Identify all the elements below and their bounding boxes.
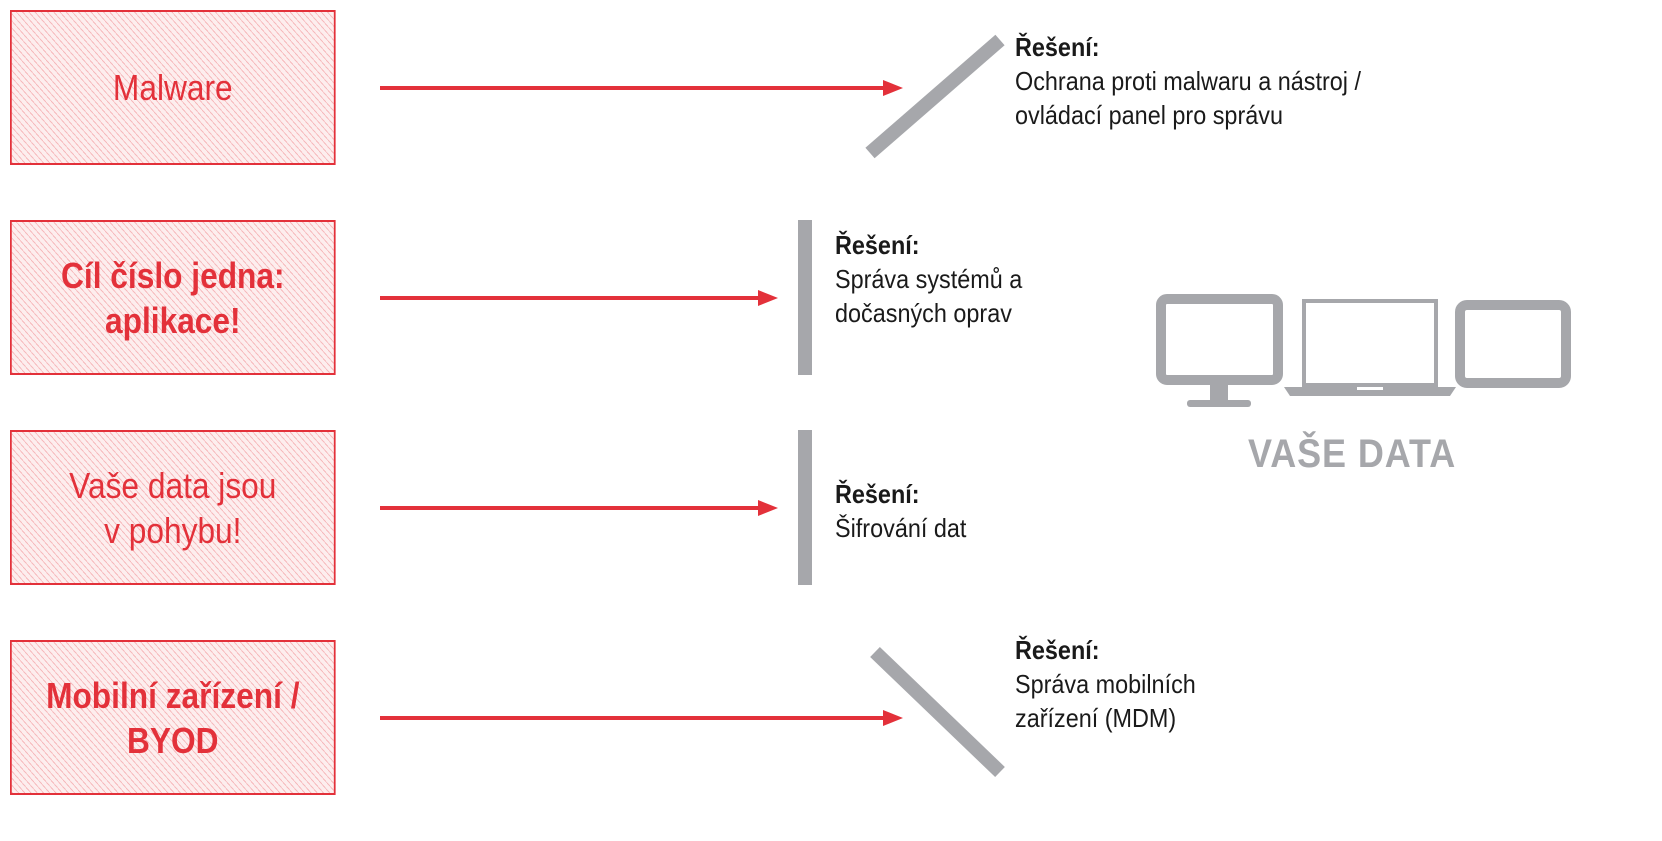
threat-label-line2: v pohybu! [104,509,242,551]
barrier-diagonal-mobile [870,646,1005,778]
threat-label-line1: Mobilní zařízení / [46,674,300,716]
threat-label-line1: Cíl číslo jedna: [61,254,285,296]
solution-heading: Řešení: [1015,32,1100,62]
desktop-icon [1156,294,1283,407]
threat-label-line1: Malware [112,67,233,108]
solution-text: Správa mobilních zařízení (MDM) [1015,669,1196,733]
arrow-malware [380,80,903,96]
solution-applications: Řešení: Správa systémů a dočasných oprav [835,228,1078,330]
arrowhead-icon [883,80,903,96]
solution-data-in-motion: Řešení: Šifrování dat [835,477,1105,545]
arrowhead-icon [758,500,778,516]
barrier-diagonal-malware [865,34,1005,159]
threat-box-applications: Cíl číslo jedna: aplikace! [10,220,336,375]
solution-heading: Řešení: [1015,635,1100,665]
solution-text: Správa systémů a dočasných oprav [835,264,1023,328]
solution-malware: Řešení: Ochrana proti malwaru a nástroj … [1015,30,1411,132]
tablet-icon [1455,300,1571,388]
laptop-icon [1284,299,1456,396]
solution-text: Ochrana proti malwaru a nástroj / ovláda… [1015,66,1361,130]
solution-heading: Řešení: [835,479,920,509]
threat-label-line1: Vaše data jsou [69,464,277,506]
your-data-label: VAŠE DATA [1248,432,1457,476]
arrow-applications [380,290,778,306]
threat-box-malware: Malware [10,10,336,165]
arrow-mobile-devices [380,710,903,726]
arrowhead-icon [883,710,903,726]
solution-text: Šifrování dat [835,513,967,543]
arrowhead-icon [758,290,778,306]
solution-heading: Řešení: [835,230,920,260]
threat-box-mobile-devices: Mobilní zařízení / BYOD [10,640,336,795]
arrow-data-in-motion [380,500,778,516]
threat-label-line2: BYOD [127,719,219,761]
threat-label-line2: aplikace! [104,299,241,341]
solution-mobile-devices: Řešení: Správa mobilních zařízení (MDM) [1015,633,1249,735]
threat-box-data-in-motion: Vaše data jsou v pohybu! [10,430,336,585]
